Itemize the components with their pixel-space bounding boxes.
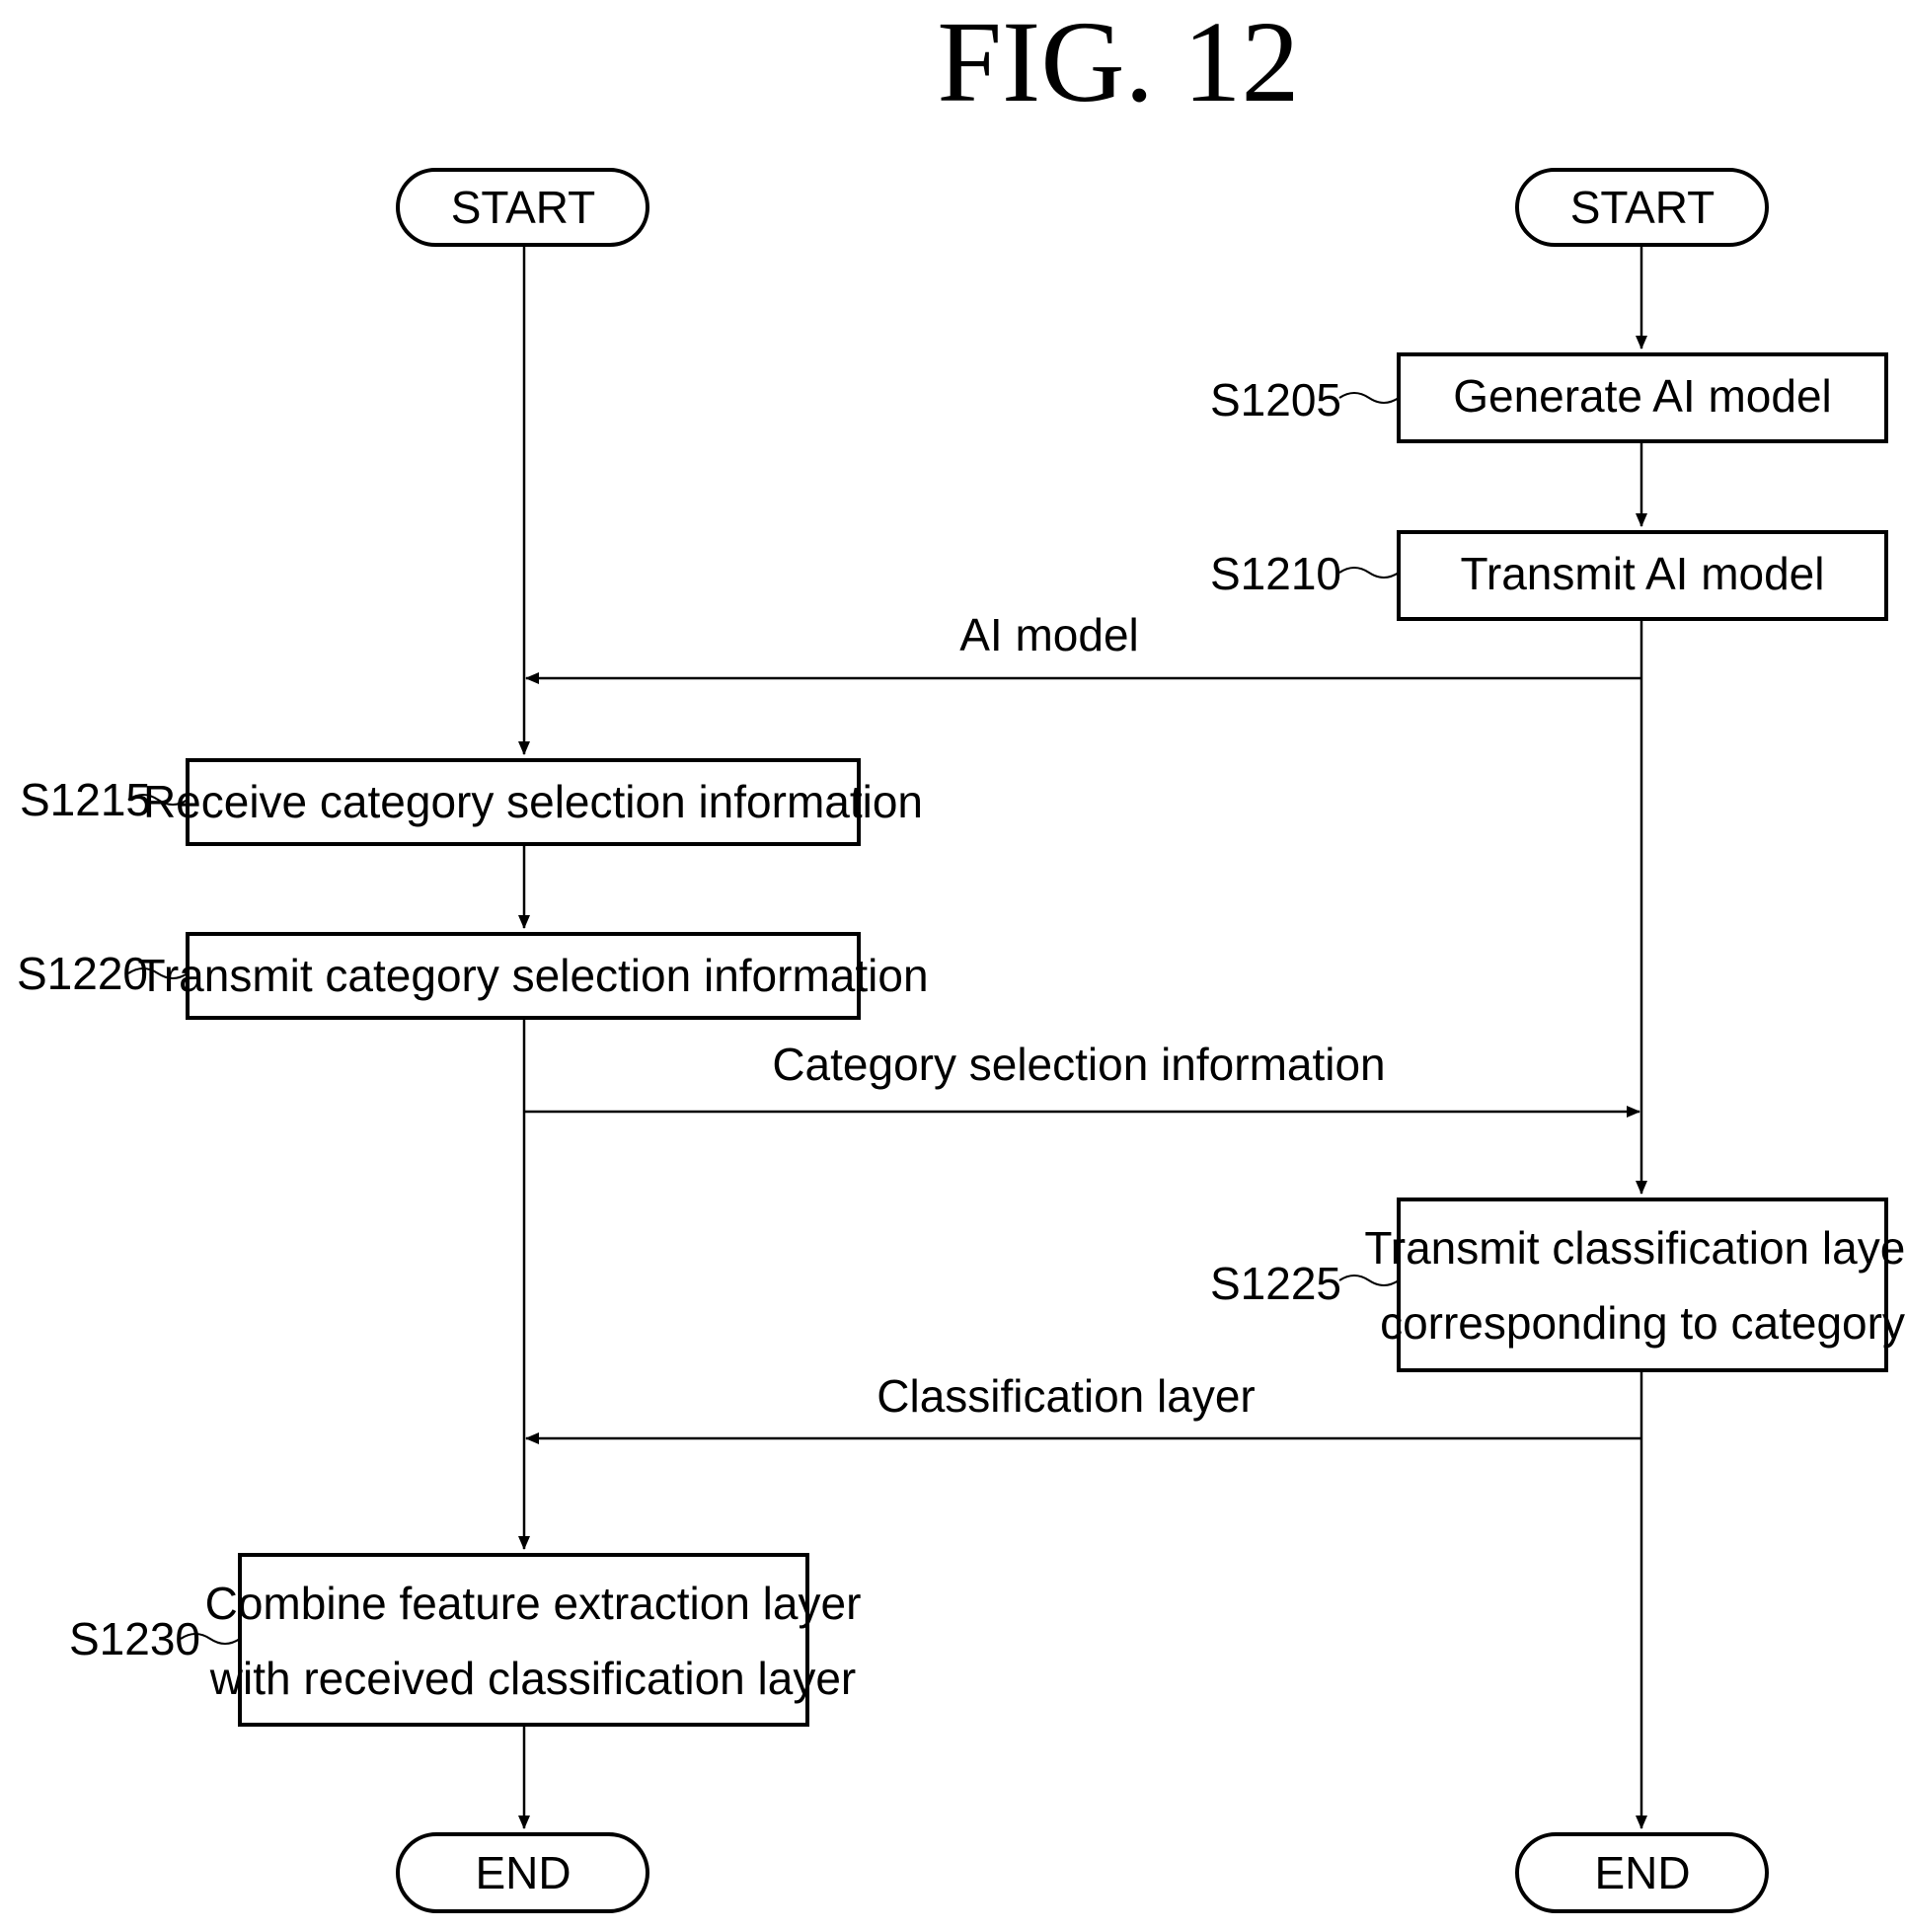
- step-s1215-ref: S1215: [20, 774, 151, 825]
- message-ai-model-label: AI model: [959, 609, 1139, 660]
- step-s1225-leader: [1339, 1275, 1399, 1285]
- step-s1205-ref: S1205: [1210, 374, 1341, 425]
- left-end-label: END: [475, 1847, 571, 1898]
- step-s1230-text-line1: Combine feature extraction layer: [205, 1578, 862, 1629]
- step-s1210-text: Transmit AI model: [1461, 548, 1825, 599]
- step-s1210-leader: [1339, 568, 1399, 578]
- right-start-label: START: [1570, 182, 1715, 233]
- step-s1225-ref: S1225: [1210, 1258, 1341, 1309]
- figure-title: FIG. 12: [937, 0, 1299, 126]
- step-s1225-text-line2: corresponding to category: [1380, 1297, 1905, 1349]
- left-start-label: START: [451, 182, 596, 233]
- step-s1205-leader: [1339, 393, 1399, 403]
- step-s1210-ref: S1210: [1210, 548, 1341, 599]
- step-s1225-text-line1: Transmit classification layer: [1364, 1222, 1906, 1274]
- step-s1205-text: Generate AI model: [1453, 370, 1832, 422]
- step-s1215-text: Receive category selection information: [143, 776, 923, 827]
- step-s1220-text: Transmit category selection information: [137, 950, 928, 1001]
- message-category-selection-label: Category selection information: [772, 1039, 1385, 1090]
- message-classification-layer-label: Classification layer: [877, 1370, 1255, 1422]
- step-s1230-text-line2: with received classification layer: [209, 1653, 857, 1704]
- right-end-label: END: [1594, 1847, 1690, 1898]
